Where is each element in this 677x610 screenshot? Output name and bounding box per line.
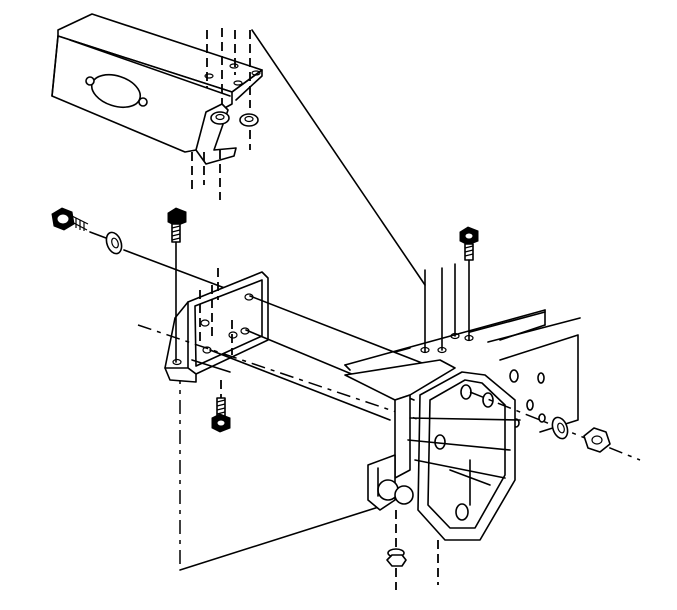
upper-left-vertical-bolt <box>167 207 187 363</box>
left-washer <box>105 231 123 255</box>
right-stud-lines <box>420 263 474 354</box>
left-bolt-axis <box>89 231 107 239</box>
upper-stud-centerlines <box>191 28 251 200</box>
alignment-line-diagonal <box>251 29 426 286</box>
frame-centerline-dashed <box>137 324 421 421</box>
crossmember-nut-b <box>239 113 259 127</box>
right-nut <box>583 427 611 453</box>
left-mounting-bracket <box>164 271 269 383</box>
upper-right-vertical-bolt <box>459 226 479 341</box>
lower-left-bolt <box>211 380 231 433</box>
alignment-line-lower <box>179 504 386 571</box>
frame-rail-hole-a <box>509 369 519 383</box>
left-bolt <box>51 207 89 231</box>
bumper-bracket-plate <box>417 371 516 541</box>
upper-crossmember <box>51 13 263 165</box>
crossmember-rivet-right <box>138 97 148 107</box>
center-hanger-bracket <box>344 359 456 511</box>
right-washer <box>551 416 569 440</box>
crossmember-rivet-left <box>85 76 95 86</box>
frame-rail-hole-b <box>537 372 545 384</box>
left-bracket-stud-lines <box>199 268 233 355</box>
lower-nut <box>386 510 407 590</box>
crossmember-nut-a <box>210 111 230 125</box>
